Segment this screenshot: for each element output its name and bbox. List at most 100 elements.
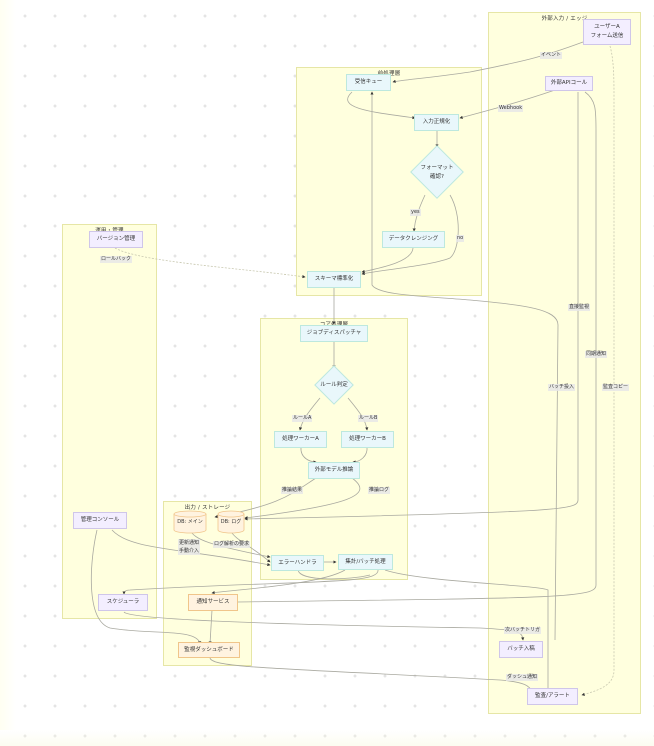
- edge-label-event: イベント: [540, 52, 563, 60]
- cluster-edge-external: 外部入力 / エッジ: [488, 12, 641, 714]
- node-scheduler[interactable]: スケジューラ: [98, 594, 148, 611]
- node-label: 受信キュー: [354, 79, 383, 86]
- db-cylinder-top: [173, 510, 207, 518]
- node-error-handler[interactable]: エラーハンドラ: [271, 555, 324, 571]
- node-input-normalize[interactable]: 入力正規化: [414, 114, 459, 131]
- edge-label-batch-input: バッチ投入: [548, 384, 576, 392]
- edge-label-rollback: ロールバック: [100, 256, 133, 264]
- node-batch-input[interactable]: バッチ入稿: [499, 641, 543, 658]
- node-label: ルール判定: [320, 381, 348, 388]
- edge-next-batch: [123, 611, 525, 641]
- edge-inference-log: [244, 477, 361, 520]
- edge-admin-to-error: [111, 529, 271, 567]
- node-receive-queue[interactable]: 受信キュー: [346, 74, 391, 91]
- edge-dash-notify: [209, 657, 533, 693]
- edge-label-dash-notify: ダッシュ通知: [506, 674, 539, 682]
- node-monitoring-dashboard[interactable]: 監視ダッシュボード: [178, 642, 240, 658]
- node-label: 監査/アラート: [535, 693, 570, 700]
- edge-label-audit-copy: 監査コピー: [602, 384, 630, 392]
- edge-worker-a-to-model: [300, 446, 317, 464]
- node-monitor-alert[interactable]: 監査/アラート: [527, 688, 578, 705]
- edge-worker-b-to-model: [352, 446, 368, 464]
- node-admin-console[interactable]: 管理コンソール: [73, 512, 127, 529]
- node-rule-decision-label: ルール判定: [310, 378, 358, 392]
- edge-aggregate-to-scheduler: [122, 569, 379, 595]
- node-label: バッチ入稿: [507, 646, 535, 653]
- node-label: フォーマット: [420, 165, 454, 172]
- edge-aggregate-loop: [297, 569, 371, 580]
- node-db-log[interactable]: [217, 510, 245, 534]
- node-label: フォーム送信: [590, 33, 624, 39]
- node-label: 集計/バッチ処理: [345, 558, 386, 565]
- node-label: エラーハンドラ: [278, 559, 317, 566]
- node-worker-a[interactable]: 処理ワーカーA: [274, 431, 327, 448]
- node-worker-b[interactable]: 処理ワーカーB: [341, 431, 394, 448]
- edge-label-no: no: [456, 235, 465, 243]
- edge-audit-copy: [581, 45, 615, 696]
- node-label: 管理コンソール: [80, 517, 120, 524]
- edge-label-yes: yes: [410, 209, 421, 217]
- node-db-main-label: DB: メイン: [177, 519, 203, 525]
- edge-direct-monitor: [244, 92, 579, 521]
- node-external-api[interactable]: 外部APIコール: [545, 76, 593, 91]
- node-label: 外部APIコール: [550, 80, 588, 87]
- node-label: 外部モデル推論: [314, 467, 354, 474]
- edge-check-no: [361, 194, 459, 275]
- cluster-title: 外部入力 / エッジ: [541, 16, 588, 22]
- node-label: ジョブディスパッチャ: [306, 330, 362, 337]
- node-label: 処理ワーカーA: [282, 436, 319, 443]
- edge-rule-a: [298, 397, 321, 431]
- edge-admin-to-dashboard: [90, 529, 202, 645]
- edge-batch-to-queue: [370, 91, 559, 641]
- node-version-mgmt[interactable]: バージョン管理: [89, 231, 143, 248]
- cluster-ops: 運用・管理: [62, 224, 157, 619]
- db-cylinder-body: [173, 514, 207, 534]
- node-data-cleansing[interactable]: データクレンジング: [382, 231, 445, 248]
- node-external-model[interactable]: 外部モデル推論: [308, 462, 360, 479]
- edge-sync-notify: [232, 91, 597, 604]
- edge-rollback: [114, 247, 306, 279]
- node-label: 通知サービス: [196, 599, 230, 606]
- node-label: 入力正規化: [422, 119, 451, 126]
- db-cylinder-top: [217, 510, 245, 518]
- edge-queue-to-normalize: [347, 91, 416, 120]
- edge-label-line: 手動介入: [179, 548, 200, 554]
- edge-label-inference-result: 推論結果: [281, 487, 304, 495]
- node-format-check-label: フォーマット 確認?: [410, 160, 464, 186]
- node-db-main[interactable]: [173, 510, 207, 534]
- node-label: 処理ワーカーB: [349, 436, 386, 443]
- node-job-dispatcher[interactable]: ジョブディスパッチャ: [300, 325, 368, 342]
- edge-label-log-analysis: ログ解析の要求: [213, 541, 251, 549]
- node-label: データクレンジング: [388, 236, 439, 243]
- edge-rule-b: [347, 397, 369, 431]
- edge-aggregate-to-alert: [384, 569, 550, 693]
- edge-label-line: 更新通知: [179, 540, 200, 546]
- canvas-bottom-shadow: [0, 730, 654, 746]
- edge-label-update-notify: 更新通知 手動介入: [178, 539, 201, 555]
- node-label: 確認?: [430, 174, 444, 180]
- edge-label-sync-notify: 同期通知: [585, 351, 608, 359]
- edge-api-to-normalize: [459, 89, 556, 119]
- edge-label-next-batch: 次バッチトリガ: [504, 627, 542, 635]
- node-db-log-label: DB: ログ: [220, 519, 242, 525]
- edge-label-rule-b: ルールB: [358, 415, 379, 423]
- node-schema-standardize[interactable]: スキーマ標準化: [307, 271, 361, 288]
- canvas-edge-shadow: [0, 0, 16, 730]
- node-label: ユーザーA: [594, 24, 620, 31]
- edge-label-inference-log: 推論ログ: [368, 487, 391, 495]
- db-cylinder-body: [217, 514, 245, 534]
- edge-label-rule-a: ルールA: [292, 415, 313, 423]
- node-aggregate-batch[interactable]: 集計/バッチ処理: [338, 554, 393, 570]
- cluster-title: 出力 / ストレージ: [184, 505, 231, 511]
- node-notification-service[interactable]: 通知サービス: [188, 594, 238, 611]
- edge-notify-to-dashboard: [208, 609, 213, 645]
- edge-cleansing-to-schema: [361, 247, 414, 273]
- node-label: 監視ダッシュボード: [184, 646, 234, 653]
- edge-label-webhook: Webhook: [498, 105, 524, 113]
- node-user-form[interactable]: ユーザーA フォーム送信: [583, 19, 631, 45]
- edge-label-direct-monitor: 直接監視: [568, 304, 591, 312]
- node-label: バージョン管理: [96, 236, 136, 243]
- node-label: スキーマ標準化: [314, 276, 354, 283]
- edge-aggregate-to-notify: [211, 569, 346, 595]
- node-label: スケジューラ: [106, 599, 140, 606]
